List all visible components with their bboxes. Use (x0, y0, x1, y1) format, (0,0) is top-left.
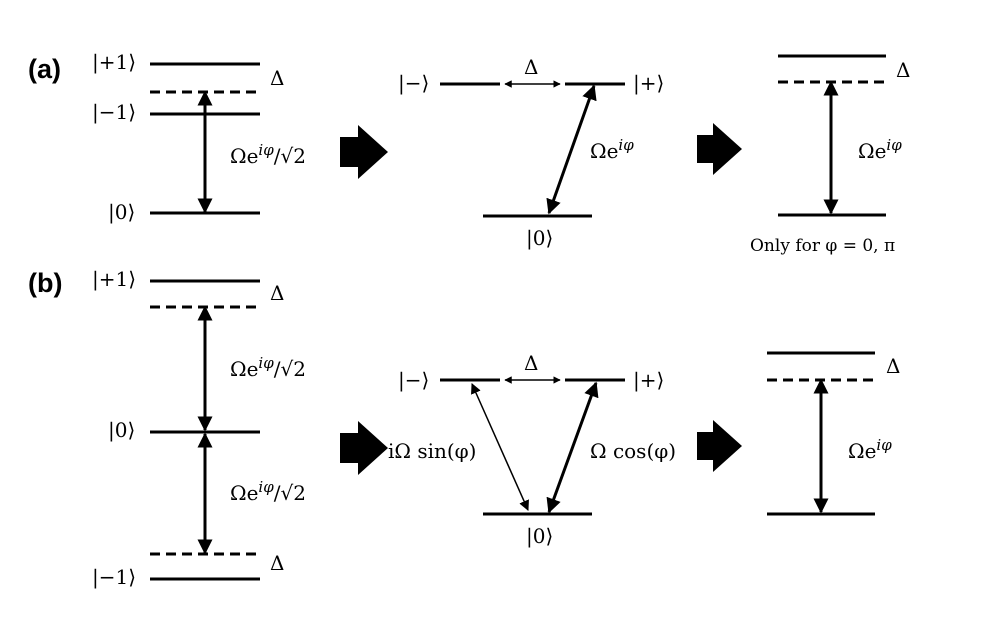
delta-label-a2: Δ (524, 55, 538, 79)
coupling-label-a3: Ωeiφ (858, 136, 902, 163)
delta-label-b1-top: Δ (270, 281, 284, 305)
ket-zero-a2: |0⟩ (526, 226, 553, 251)
ket-plus-a: |+⟩ (633, 71, 664, 96)
ket-plus1-a: |+1⟩ (92, 50, 136, 75)
ket-minus-a: |−⟩ (398, 71, 429, 96)
coupling-label-b1-top: Ωeiφ/√2 (230, 354, 306, 381)
ket-minus-b: |−⟩ (398, 368, 429, 393)
delta-label-a1: Δ (270, 66, 284, 90)
coupling-label-b3: Ωeiφ (848, 436, 892, 463)
ket-zero-b2: |0⟩ (526, 524, 553, 549)
ket-zero-a1: |0⟩ (108, 200, 135, 225)
ket-zero-b1: |0⟩ (108, 418, 135, 443)
delta-label-b1-bottom: Δ (270, 551, 284, 575)
ket-plus1-b: |+1⟩ (92, 267, 136, 292)
coupling-arrow-b2-left (471, 383, 529, 511)
ket-minus1-b: |−1⟩ (92, 565, 136, 590)
delta-label-b2: Δ (524, 351, 538, 375)
ket-plus-b: |+⟩ (633, 368, 664, 393)
coupling-label-a2: Ωeiφ (590, 136, 634, 163)
coupling-arrow-a2 (546, 84, 597, 215)
block-arrow-a2 (697, 123, 742, 175)
delta-label-b3: Δ (886, 354, 900, 378)
only-for-note: Only for φ = 0, π (750, 236, 895, 256)
block-arrow-a1 (340, 125, 388, 179)
i-omega-sin-label: iΩ sin(φ) (388, 439, 477, 463)
ket-minus1-a: |−1⟩ (92, 100, 136, 125)
delta-label-a3: Δ (896, 58, 910, 82)
panel-label-a: (a) (28, 54, 61, 84)
block-arrow-b2 (697, 420, 742, 472)
omega-cos-label: Ω cos(φ) (590, 439, 676, 463)
coupling-label-a1: Ωeiφ/√2 (230, 141, 306, 168)
coupling-arrow-b2-right (546, 381, 599, 514)
coupling-label-b1-bottom: Ωeiφ/√2 (230, 478, 306, 505)
block-arrow-b1 (340, 421, 388, 475)
panel-label-b: (b) (28, 268, 62, 298)
